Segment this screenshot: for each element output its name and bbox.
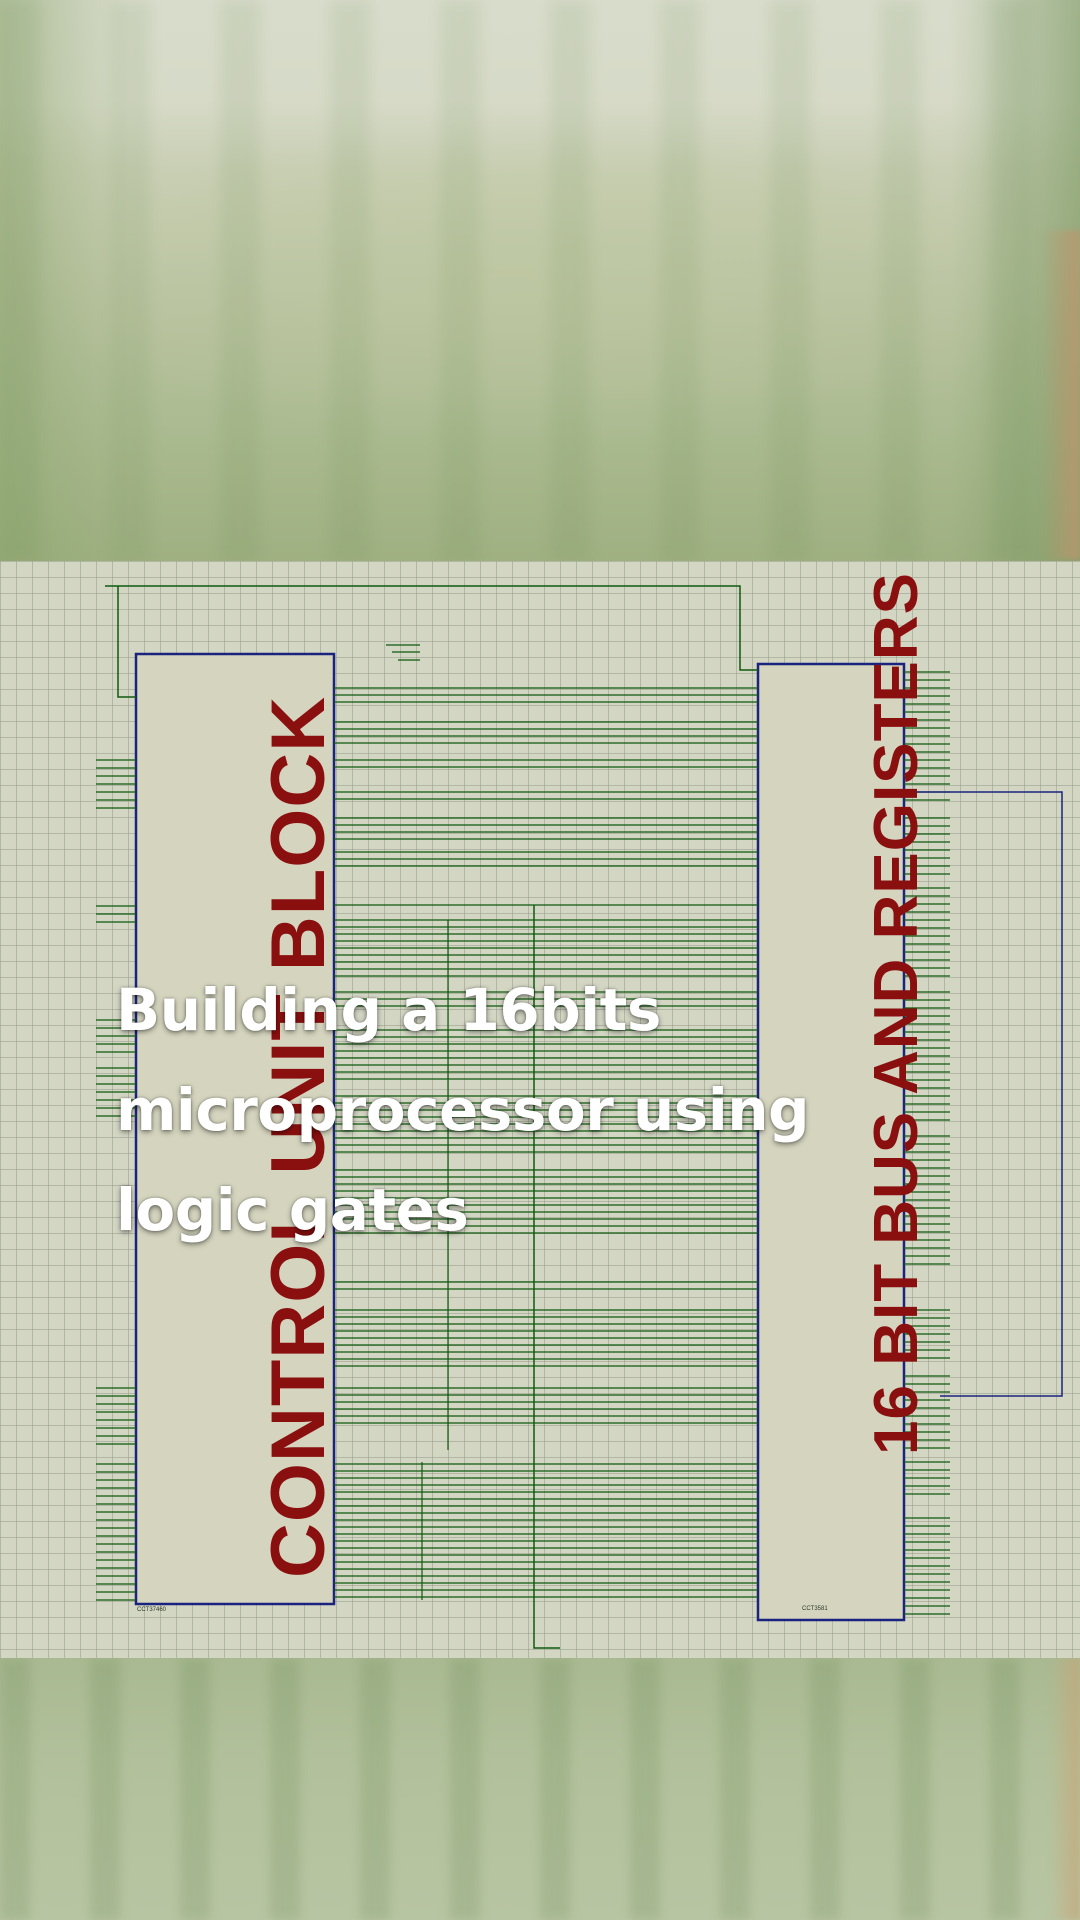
circuit-schematic-image [0, 561, 1080, 1658]
carry-out-wire [533, 905, 560, 1649]
post-title-overlay: Building a 16bits microprocessor using l… [116, 976, 810, 1244]
control-unit-block [134, 652, 336, 1606]
bus-registers-block [756, 662, 906, 1622]
bus-registers-part-ref: CCT3581 [802, 1606, 828, 1612]
background-glow [0, 0, 1080, 561]
control-unit-part-ref: CCT37460 [137, 1607, 167, 1613]
background-edge [1040, 230, 1080, 560]
background-stripes [0, 0, 1080, 561]
schematic-wiring [96, 585, 1063, 1649]
background-edge [1050, 1658, 1080, 1920]
blurred-background-bottom [0, 1658, 1080, 1920]
background-stripes [0, 1658, 1080, 1920]
blurred-background-top [0, 0, 1080, 561]
clock-wire [117, 586, 136, 698]
clock-wire [105, 585, 758, 671]
feedback-wire [904, 791, 1063, 1397]
